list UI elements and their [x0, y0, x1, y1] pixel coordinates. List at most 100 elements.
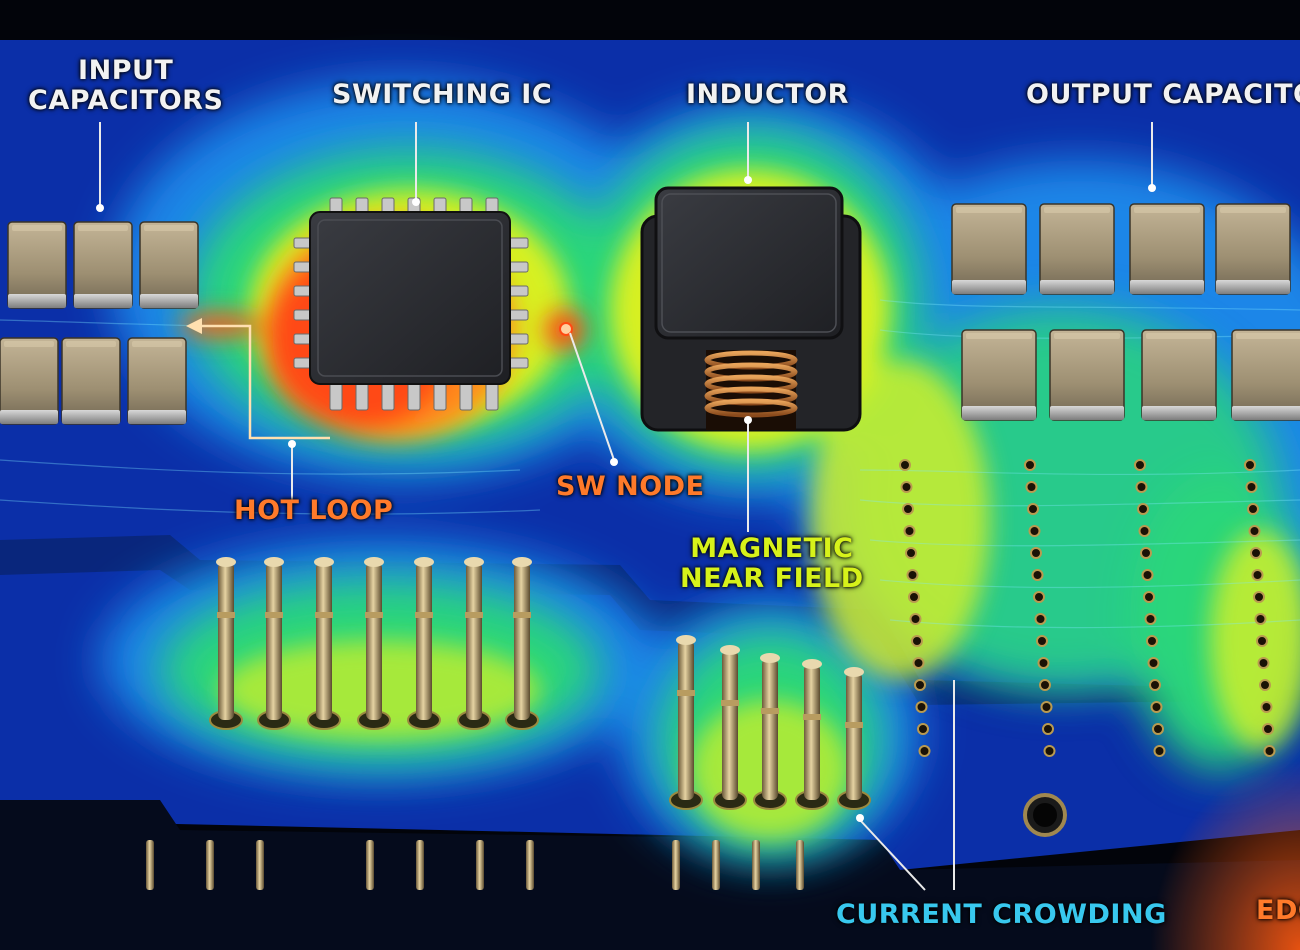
- via: [1024, 459, 1036, 471]
- via: [1043, 745, 1056, 757]
- via: [1138, 525, 1151, 537]
- via: [1153, 745, 1166, 757]
- capacitor: [7, 221, 67, 309]
- capacitor: [127, 337, 187, 425]
- connector-pin: [357, 557, 391, 730]
- through-pin: [672, 840, 680, 890]
- via: [1033, 591, 1045, 603]
- through-pin: [796, 840, 804, 890]
- connector-pin: [307, 557, 341, 730]
- through-pin: [146, 840, 154, 890]
- via: [908, 591, 920, 603]
- via: [1254, 613, 1267, 625]
- via: [1134, 459, 1146, 471]
- label-input-capacitors-line1: INPUT: [78, 55, 174, 86]
- via: [1030, 547, 1042, 559]
- capacitor: [1231, 329, 1300, 421]
- capacitor: [1141, 329, 1217, 421]
- via: [1262, 723, 1274, 735]
- via: [1141, 569, 1154, 581]
- via: [1253, 591, 1265, 603]
- via: [1250, 547, 1262, 559]
- label-input-capacitors-line2: CAPACITORS: [28, 85, 224, 117]
- via: [1031, 569, 1044, 581]
- via: [1260, 701, 1273, 713]
- via: [1143, 591, 1155, 603]
- through-pin: [206, 840, 214, 890]
- leader-dots: [96, 176, 1156, 822]
- label-switching-ic: SWITCHING IC: [332, 79, 553, 110]
- label-magnetic-near-field: MAGNETIC NEAR FIELD: [680, 533, 864, 595]
- through-pin: [366, 840, 374, 890]
- via: [1144, 613, 1157, 625]
- connector-pin: [505, 557, 539, 730]
- capacitor: [73, 221, 133, 309]
- via: [1025, 481, 1038, 493]
- via: [1027, 503, 1039, 515]
- via: [1149, 679, 1161, 691]
- via: [917, 723, 929, 735]
- via: [1146, 635, 1158, 647]
- via: [915, 701, 928, 713]
- via: [911, 635, 923, 647]
- via: [903, 525, 916, 537]
- label-output-capacitors: OUTPUT CAPACITORS: [1026, 79, 1300, 110]
- pin-header-right: [669, 635, 871, 810]
- connector-pin: [837, 667, 871, 810]
- connector-pin: [457, 557, 491, 730]
- via: [1245, 481, 1258, 493]
- via: [1140, 547, 1152, 559]
- via: [914, 679, 926, 691]
- connector-pin: [407, 557, 441, 730]
- through-pin: [526, 840, 534, 890]
- via: [1040, 701, 1053, 713]
- via: [909, 613, 922, 625]
- switching-ic: [293, 197, 529, 411]
- capacitor: [961, 329, 1037, 421]
- via: [1036, 635, 1048, 647]
- sw-node-marker: [559, 322, 573, 336]
- via: [1259, 679, 1271, 691]
- via: [1248, 525, 1261, 537]
- via: [1042, 723, 1054, 735]
- connector-pin: [257, 557, 291, 730]
- via: [1244, 459, 1256, 471]
- output-capacitors: [951, 203, 1300, 421]
- label-edge-partial: EDG: [1256, 895, 1300, 926]
- label-inductor: INDUCTOR: [686, 79, 849, 110]
- label-current-crowding: CURRENT CROWDING: [836, 899, 1167, 930]
- bottom-pins: [146, 840, 804, 890]
- via-rows: [899, 459, 1276, 757]
- hot-loop-arrow: [186, 318, 330, 440]
- inductor: [640, 186, 862, 432]
- connector-pin: [753, 653, 787, 810]
- capacitor: [1039, 203, 1115, 295]
- label-sw-node: SW NODE: [556, 471, 705, 502]
- via: [902, 503, 914, 515]
- capacitor: [1215, 203, 1291, 295]
- via: [1257, 657, 1270, 669]
- via: [1147, 657, 1160, 669]
- capacitor: [0, 337, 59, 425]
- capacitor: [61, 337, 121, 425]
- via: [905, 547, 917, 559]
- edge-glow: [1150, 760, 1300, 950]
- label-magnetic-near-field-line2: NEAR FIELD: [680, 563, 864, 595]
- through-pin: [712, 840, 720, 890]
- through-pin: [752, 840, 760, 890]
- via: [1028, 525, 1041, 537]
- via: [1039, 679, 1051, 691]
- through-pin: [256, 840, 264, 890]
- label-hot-loop: HOT LOOP: [234, 495, 394, 526]
- through-pin: [416, 840, 424, 890]
- label-magnetic-near-field-line1: MAGNETIC: [690, 533, 854, 564]
- label-input-capacitors: INPUT CAPACITORS: [28, 55, 224, 117]
- through-pin: [476, 840, 484, 890]
- via: [1034, 613, 1047, 625]
- via: [906, 569, 919, 581]
- coil-turn: [704, 398, 798, 418]
- connector-pin: [669, 635, 703, 810]
- capacitor: [1129, 203, 1205, 295]
